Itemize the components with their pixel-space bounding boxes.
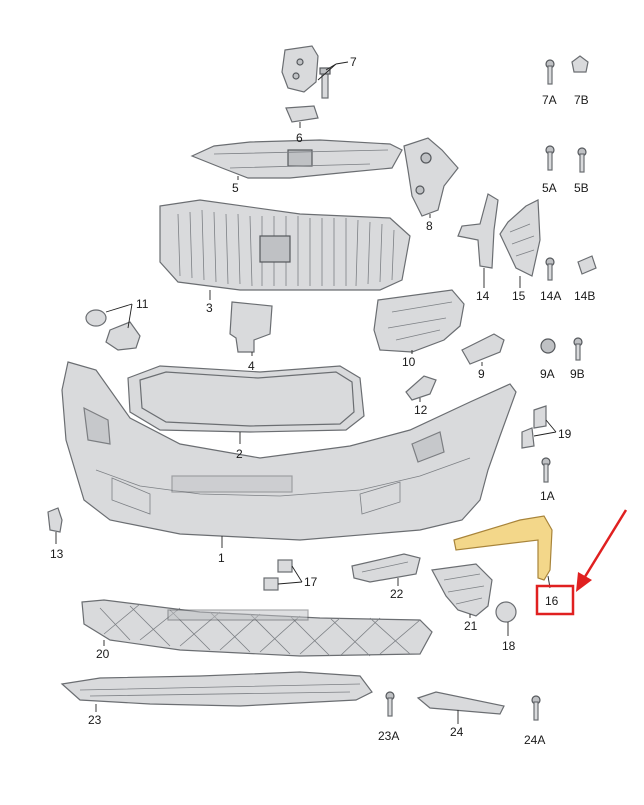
callout-16: 16 — [545, 594, 559, 608]
part-21-fog-grille — [431, 563, 493, 617]
callout-11: 11 — [136, 297, 149, 311]
part-23a-screw — [385, 691, 395, 717]
part-14-bracket — [457, 193, 499, 269]
callout-17: 17 — [304, 575, 318, 589]
part-15-bracket — [499, 199, 541, 277]
part-20-lower-grille — [81, 599, 433, 657]
callout-8: 8 — [426, 219, 433, 233]
part-17-clips — [263, 559, 293, 591]
part-8-bracket — [403, 137, 459, 217]
part-7b-clip — [571, 55, 589, 73]
part-19-clips — [521, 405, 547, 449]
callout-4: 4 — [248, 359, 255, 373]
callout-19: 19 — [558, 427, 572, 441]
part-1a-screw — [541, 457, 551, 483]
part-9-bracket — [461, 333, 505, 365]
part-24-strip — [416, 691, 505, 715]
callout-9b: 9B — [570, 367, 585, 381]
part-23-underbody-panel — [60, 671, 373, 707]
part-12-cap — [405, 375, 437, 401]
callout-1: 1 — [218, 551, 225, 565]
part-6-clip — [285, 105, 319, 123]
callout-20: 20 — [96, 647, 110, 661]
part-5b-screw — [577, 147, 587, 173]
callout-10: 10 — [402, 355, 416, 369]
callout-5b: 5B — [574, 181, 589, 195]
part-5a-screw — [545, 145, 555, 171]
callout-5a: 5A — [542, 181, 557, 195]
part-7a-screw — [545, 59, 555, 85]
callout-13: 13 — [50, 547, 64, 561]
callout-14a: 14A — [540, 289, 561, 303]
part-4-bracket — [229, 301, 273, 353]
callout-6: 6 — [296, 131, 303, 145]
part-5-grille-upper-trim — [190, 139, 403, 179]
part-13-grommet — [47, 507, 63, 533]
callout-2: 2 — [236, 447, 243, 461]
part-16-trim-strip — [453, 515, 553, 581]
callout-18: 18 — [502, 639, 516, 653]
callout-23a: 23A — [378, 729, 399, 743]
part-11-rings — [85, 309, 141, 351]
callout-21: 21 — [464, 619, 478, 633]
part-14b-clip — [577, 255, 597, 275]
callout-14: 14 — [476, 289, 490, 303]
part-10-bracket — [373, 289, 465, 353]
callout-23: 23 — [88, 713, 102, 727]
part-9b-screw — [573, 337, 583, 361]
callout-24: 24 — [450, 725, 464, 739]
callout-1a: 1A — [540, 489, 555, 503]
part-2-grille-frame — [127, 365, 365, 433]
callout-9: 9 — [478, 367, 485, 381]
callout-14b: 14B — [574, 289, 595, 303]
highlight-arrow — [576, 509, 628, 592]
part-3-radiator-grille — [159, 199, 411, 291]
part-7-bracket — [281, 45, 331, 99]
callout-7b: 7B — [574, 93, 589, 107]
part-14a-screw — [545, 257, 555, 281]
callout-12: 12 — [414, 403, 428, 417]
callout-7a: 7A — [542, 93, 557, 107]
callout-3: 3 — [206, 301, 213, 315]
callout-7: 7 — [350, 55, 357, 69]
part-16-highlight-box — [535, 584, 575, 616]
callout-labels: 1 2 3 4 5 6 7 7A 7B 8 9 9A 9B 10 11 12 1… — [50, 55, 595, 747]
callout-5: 5 — [232, 181, 239, 195]
part-18-cap — [495, 601, 517, 623]
part-9a-clip — [540, 338, 556, 354]
part-24a-screw — [531, 695, 541, 721]
callout-15: 15 — [512, 289, 526, 303]
callout-22: 22 — [390, 587, 404, 601]
callout-9a: 9A — [540, 367, 555, 381]
part-22-grille-insert — [351, 553, 421, 583]
callout-24a: 24A — [524, 733, 545, 747]
part-1-bumper-cover — [61, 361, 517, 541]
